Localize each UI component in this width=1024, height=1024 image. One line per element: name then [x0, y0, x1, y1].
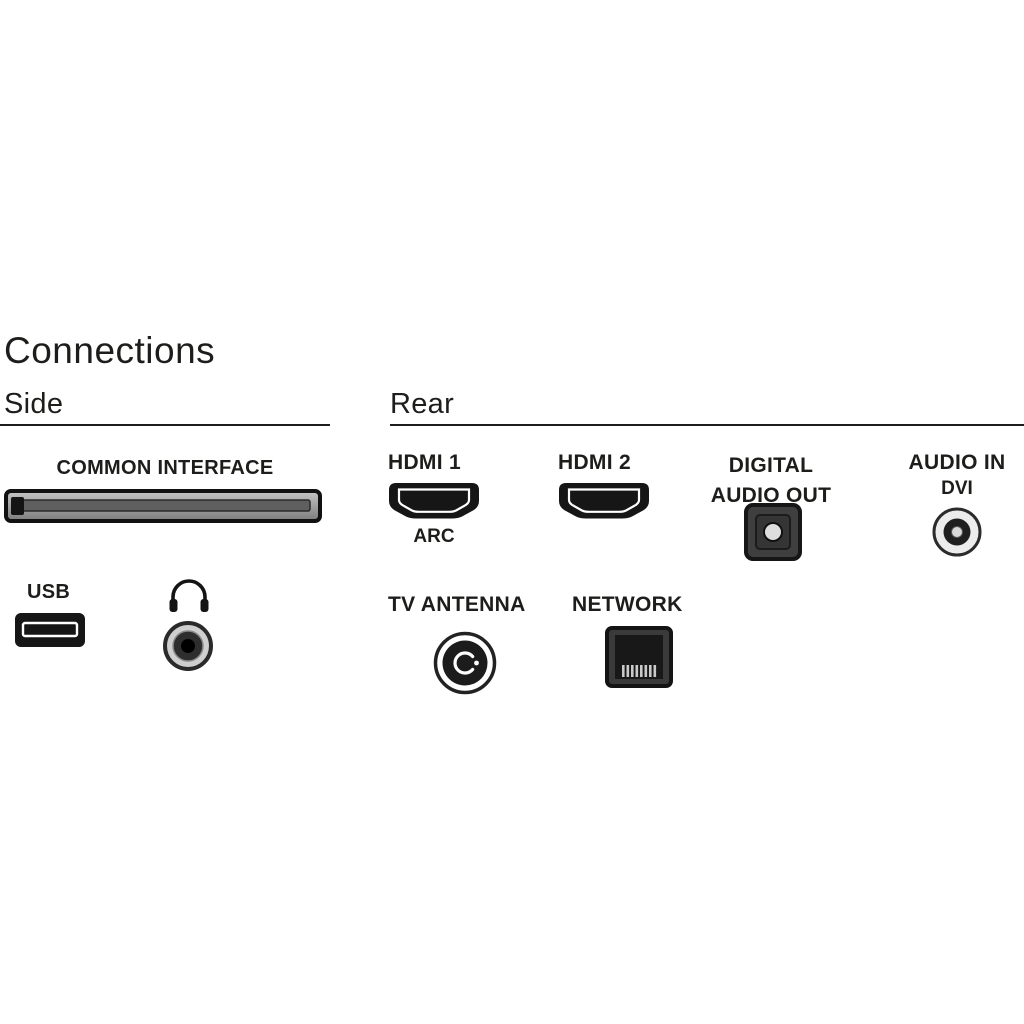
rear-section-heading: Rear — [390, 388, 455, 420]
rear-underline — [390, 424, 1024, 426]
audio-in-label: AUDIO IN — [908, 451, 1006, 474]
usb-label: USB — [27, 581, 71, 603]
rca-audio-in-port-icon — [931, 506, 983, 558]
common-interface-label: COMMON INTERFACE — [56, 457, 274, 479]
digital-audio-out-line1: DIGITAL — [728, 454, 814, 477]
digital-audio-out-label: DIGITAL AUDIO OUT — [693, 451, 849, 511]
network-label: NETWORK — [572, 593, 683, 616]
usb-port-icon — [13, 611, 87, 649]
common-interface-slot-icon — [4, 489, 322, 523]
headphone-jack-icon — [160, 618, 216, 674]
tv-antenna-label: TV ANTENNA — [388, 593, 526, 616]
optical-audio-port-icon — [743, 502, 803, 562]
hdmi2-port-icon — [558, 482, 650, 520]
tv-antenna-port-icon — [432, 630, 498, 696]
side-section-heading: Side — [4, 388, 64, 420]
hdmi1-port-icon — [388, 482, 480, 520]
audio-in-dvi-label: DVI — [941, 478, 973, 499]
ethernet-port-icon — [604, 625, 674, 689]
hdmi1-label: HDMI 1 — [388, 451, 461, 474]
digital-audio-out-line2: AUDIO OUT — [710, 484, 832, 507]
page-title: Connections — [4, 330, 216, 371]
hdmi2-label: HDMI 2 — [558, 451, 631, 474]
side-underline — [0, 424, 330, 426]
hdmi1-arc-label: ARC — [413, 526, 455, 547]
headphones-icon — [167, 575, 211, 615]
audio-in-label-block: AUDIO IN DVI — [893, 451, 1021, 500]
